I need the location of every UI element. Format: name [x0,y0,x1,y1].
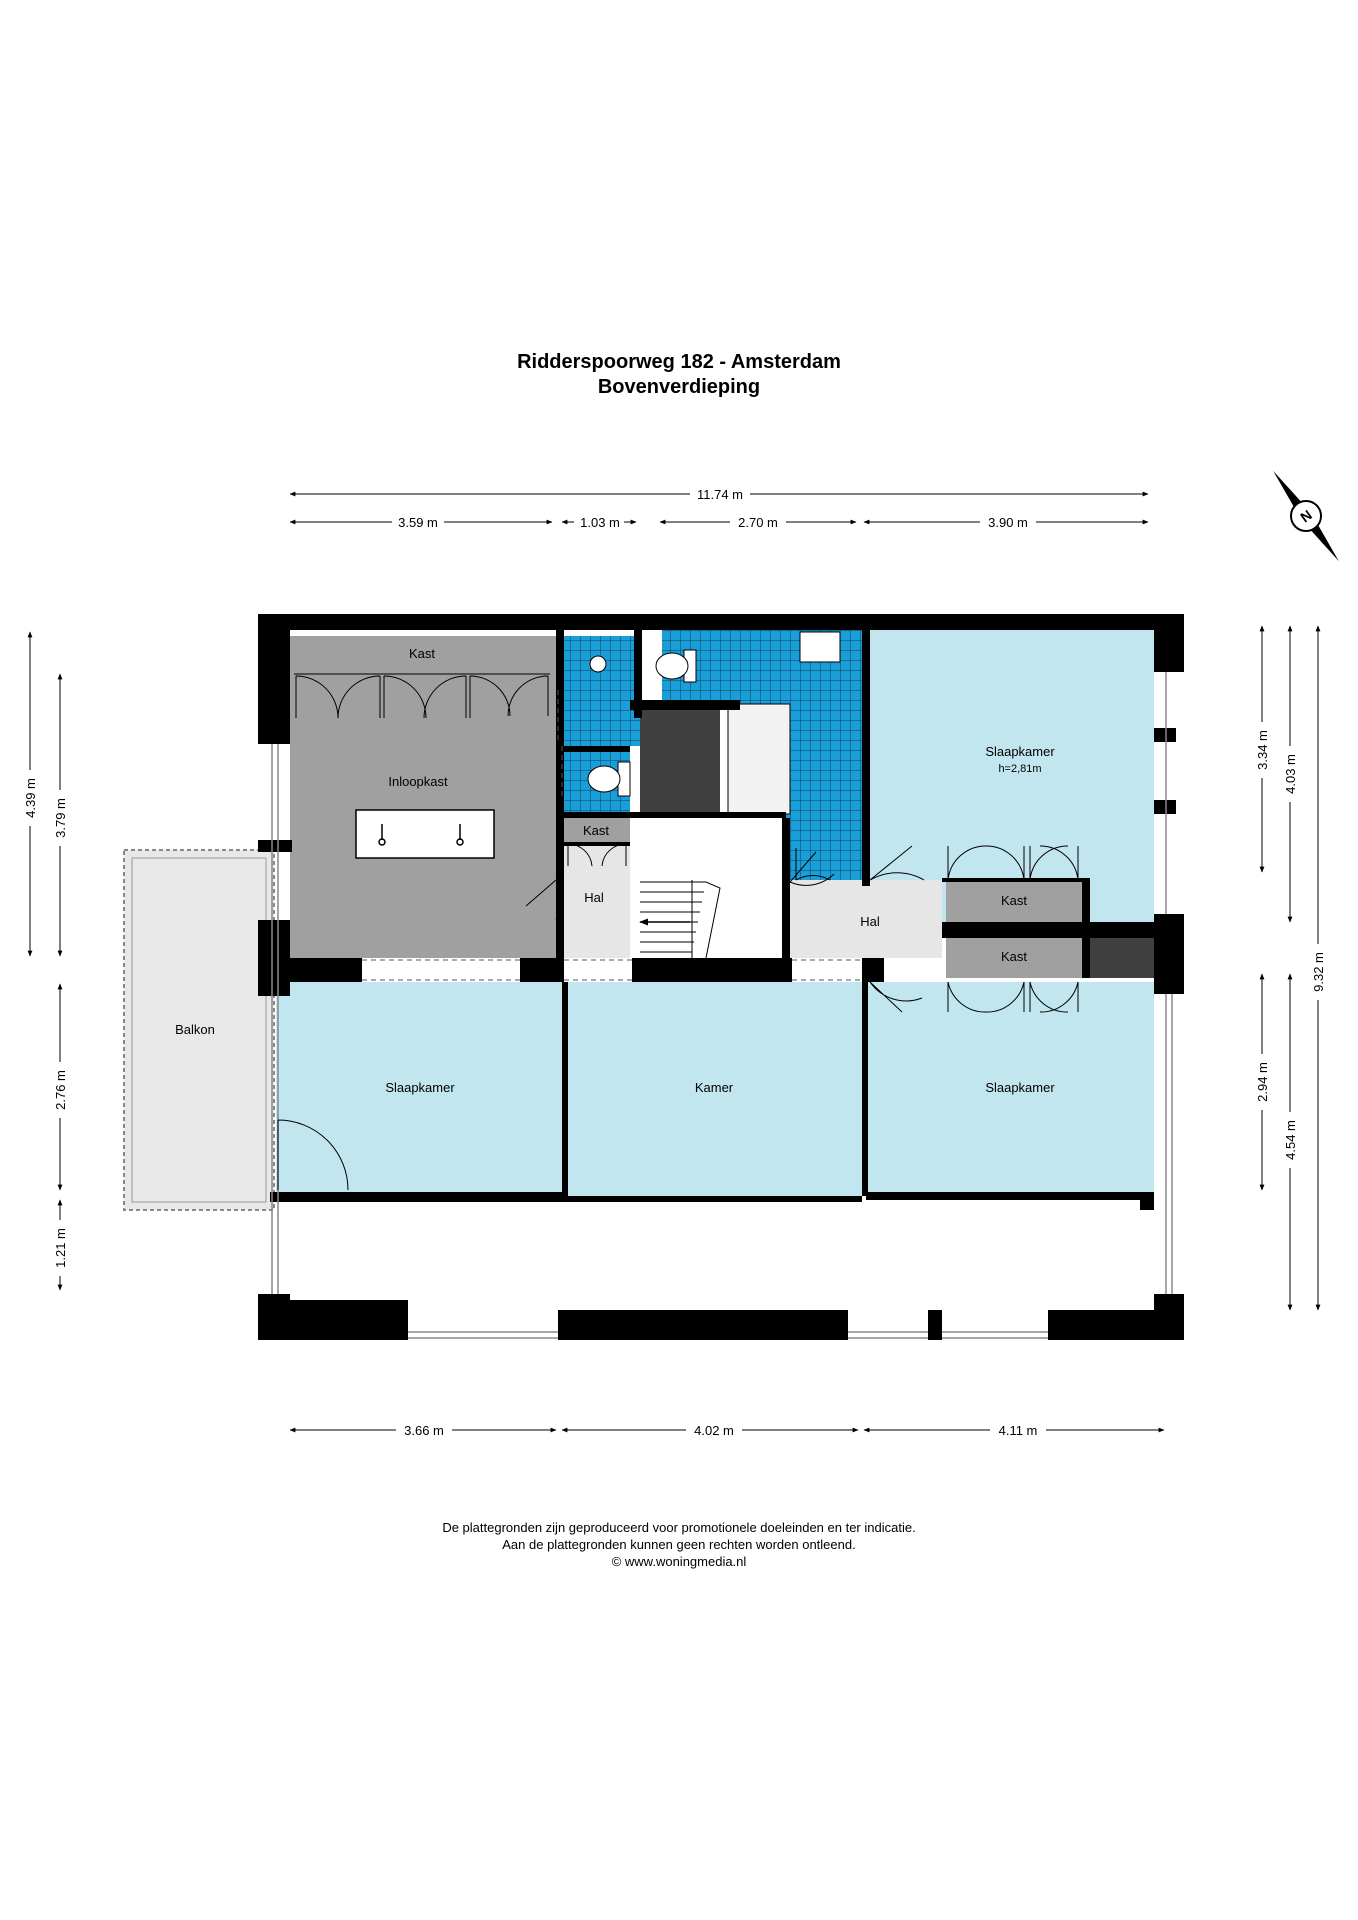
floor-title: Bovenverdieping [597,376,761,398]
dim-right-3: 9.32 m [1311,952,1326,992]
toilet-icon [587,631,841,797]
address-title: Ridderspoorweg 182 - Amsterdam [517,351,841,373]
balkon-inner [131,857,267,1203]
label-slaapkamer-right: Slaapkamer [985,1080,1055,1095]
walls [258,614,1184,1340]
dim-right-2: 4.03 m [1283,754,1298,794]
stairs [639,880,721,959]
wardrobe-doors [277,673,1079,1191]
label-slaapkamer-left: Slaapkamer [385,1080,455,1095]
window-lines [271,672,1173,1339]
dim-bottom-2: 4.02 m [694,1423,734,1438]
label-kast-right-1: Kast [1001,893,1027,908]
label-inloopkast: Inloopkast [388,774,448,789]
label-slaapkamer-top: Slaapkamer [985,744,1055,759]
tile-bath-1 [564,636,640,746]
dim-top-4: 3.90 m [988,515,1028,530]
room-labels: Kast Inloopkast Kast Hal Hal Slaapkamer … [175,646,1055,1095]
dim-bottom-1: 3.66 m [404,1423,444,1438]
compass: N [1273,470,1339,562]
dim-top-3: 2.70 m [738,515,778,530]
label-kamer: Kamer [695,1080,734,1095]
kast-mid-fill [564,818,630,842]
disclaimer-line-1: De plattegronden zijn geproduceerd voor … [442,1520,916,1535]
dark-box [1090,938,1154,978]
label-balkon: Balkon [175,1022,215,1037]
disclaimer-line-3: © www.woningmedia.nl [611,1554,747,1569]
slaapkamer-top-fill [866,628,1154,924]
stair-opening [640,818,786,958]
tile-bath-4 [786,700,862,880]
compass-circle-icon [1290,500,1322,532]
vertical-dimension-labels: 4.39 m 3.79 m 2.76 m 1.21 m 3.34 m 4.03 … [21,722,1327,1276]
kast-right-2-fill [946,938,1082,978]
shower-box [727,703,791,815]
shaft-dark [640,710,720,814]
label-slaapkamer-top-height: h=2,81m [998,763,1041,775]
dim-right-4: 2.94 m [1255,1062,1270,1102]
label-hal-left: Hal [584,890,604,905]
label-kast-right-2: Kast [1001,949,1027,964]
dim-left-2: 3.79 m [53,798,68,838]
kamer-fill [566,982,862,1198]
disclaimer: De plattegronden zijn geproduceerd voor … [0,1519,1358,1570]
dim-left-3: 2.76 m [53,1070,68,1110]
disclaimer-line-2: Aan de plattegronden kunnen geen rechten… [502,1537,856,1552]
dim-right-1: 3.34 m [1255,730,1270,770]
kast-right-1-fill [946,882,1082,922]
dim-top-total: 11.74 m [697,487,743,502]
dimension-labels: 11.74 m 3.59 m 1.03 m 2.70 m 3.90 m 3.66… [392,485,1046,1439]
slaapkamer-left-fill [276,982,562,1192]
hal-right-fill [790,880,942,958]
slaapkamer-right-fill [866,982,1154,1196]
dim-right-5: 4.54 m [1283,1120,1298,1160]
label-kast-mid: Kast [583,823,609,838]
title-block: Ridderspoorweg 182 - Amsterdam Bovenverd… [0,350,1358,400]
label-kast-top: Kast [409,646,435,661]
inloopkast-fill [290,636,556,958]
faucet-icons [378,824,464,846]
sink-unit [355,809,495,859]
label-hal-right: Hal [860,914,880,929]
door-openings [362,690,862,981]
dim-top-2: 1.03 m [580,515,620,530]
dim-bottom-3: 4.11 m [999,1423,1038,1438]
dim-top-1: 3.59 m [398,515,438,530]
dim-left-1: 4.39 m [23,778,38,818]
balkon-fill [123,849,275,1211]
dim-left-4: 1.21 m [53,1228,68,1268]
